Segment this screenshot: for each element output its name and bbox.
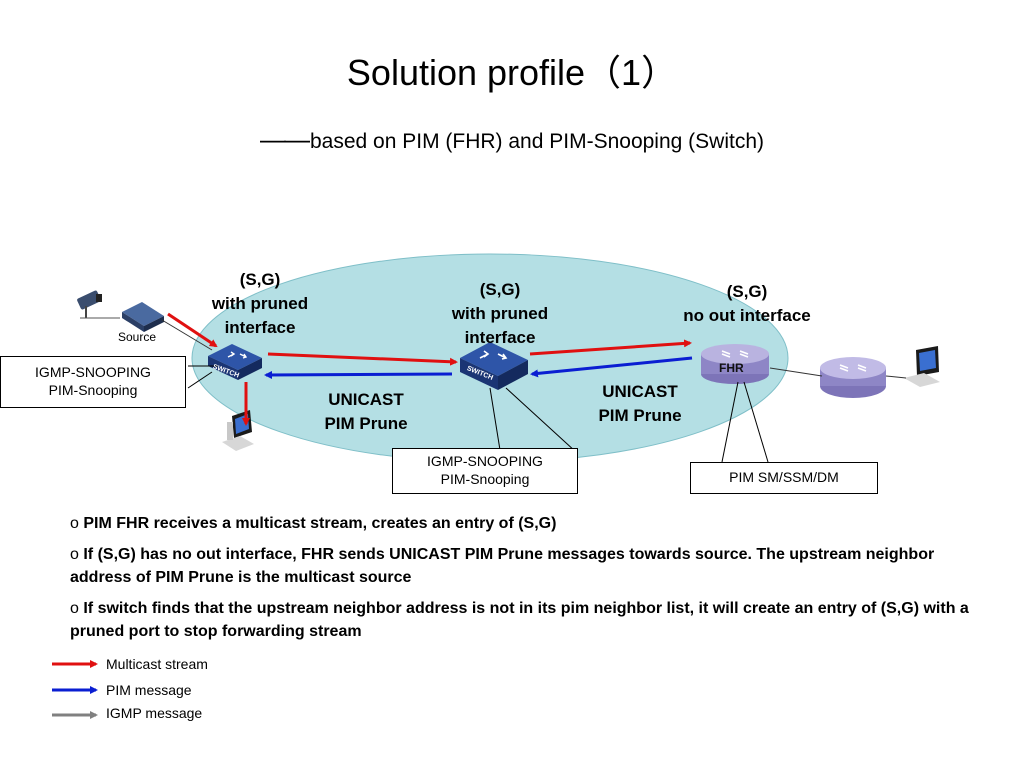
page-subtitle: ——based on PIM (FHR) and PIM-Snooping (S… xyxy=(0,124,1024,155)
link-fhr-router xyxy=(769,367,823,377)
router-right-icon xyxy=(820,357,886,398)
multicast-arrow-source xyxy=(167,312,218,348)
bullet-list: o PIM FHR receives a multicast stream, c… xyxy=(70,512,970,651)
legend-igmp-label: IGMP message xyxy=(106,705,203,721)
callout-mid-2 xyxy=(505,387,577,453)
bullet-text: PIM FHR receives a multicast stream, cre… xyxy=(83,515,557,532)
bullet-marker: o xyxy=(70,515,79,532)
fhr-label: FHR xyxy=(719,361,744,375)
multicast-arrow-fhr xyxy=(529,339,692,356)
camera-icon xyxy=(77,290,120,319)
link-router-pc xyxy=(885,375,907,379)
callout-fhr-2 xyxy=(743,381,769,463)
subtitle-text: based on PIM (FHR) and PIM-Snooping (Swi… xyxy=(309,130,764,153)
switch-left-icon xyxy=(208,344,262,380)
computer-left-icon xyxy=(222,410,254,451)
pim-arrow-fhr-switch xyxy=(530,356,693,378)
legend-pim-label: PIM message xyxy=(106,682,192,698)
subtitle-dash: —— xyxy=(259,124,310,154)
bullet-text: If (S,G) has no out interface, FHR sends… xyxy=(70,546,935,586)
bullet-item: o PIM FHR receives a multicast stream, c… xyxy=(70,512,970,535)
switch-mid-icon xyxy=(460,342,528,390)
sg-right-label: (S,G)no out interface xyxy=(683,282,811,325)
pim-sm-box: PIM SM/SSM/DM xyxy=(690,462,878,494)
callout-mid-1 xyxy=(489,387,501,451)
multicast-arrow-mid xyxy=(267,352,458,366)
bullet-item: o If switch finds that the upstream neig… xyxy=(70,597,970,643)
bullet-text: If switch finds that the upstream neighb… xyxy=(70,600,969,640)
computer-right-icon xyxy=(904,346,940,387)
link-source-switch xyxy=(161,319,213,351)
bullet-item: o If (S,G) has no out interface, FHR sen… xyxy=(70,543,970,589)
bullet-marker: o xyxy=(70,600,79,617)
pim-arrow-switch-switch xyxy=(264,370,453,379)
source-label: Source xyxy=(118,330,157,344)
source-server-icon xyxy=(122,302,164,332)
callout-left-2 xyxy=(187,371,213,389)
page-title: Solution profile（1） xyxy=(346,52,678,93)
bullet-marker: o xyxy=(70,546,79,563)
legend-multicast-label: Multicast stream xyxy=(106,656,208,672)
fhr-router-icon xyxy=(701,344,769,384)
callout-fhr-1 xyxy=(721,381,739,463)
